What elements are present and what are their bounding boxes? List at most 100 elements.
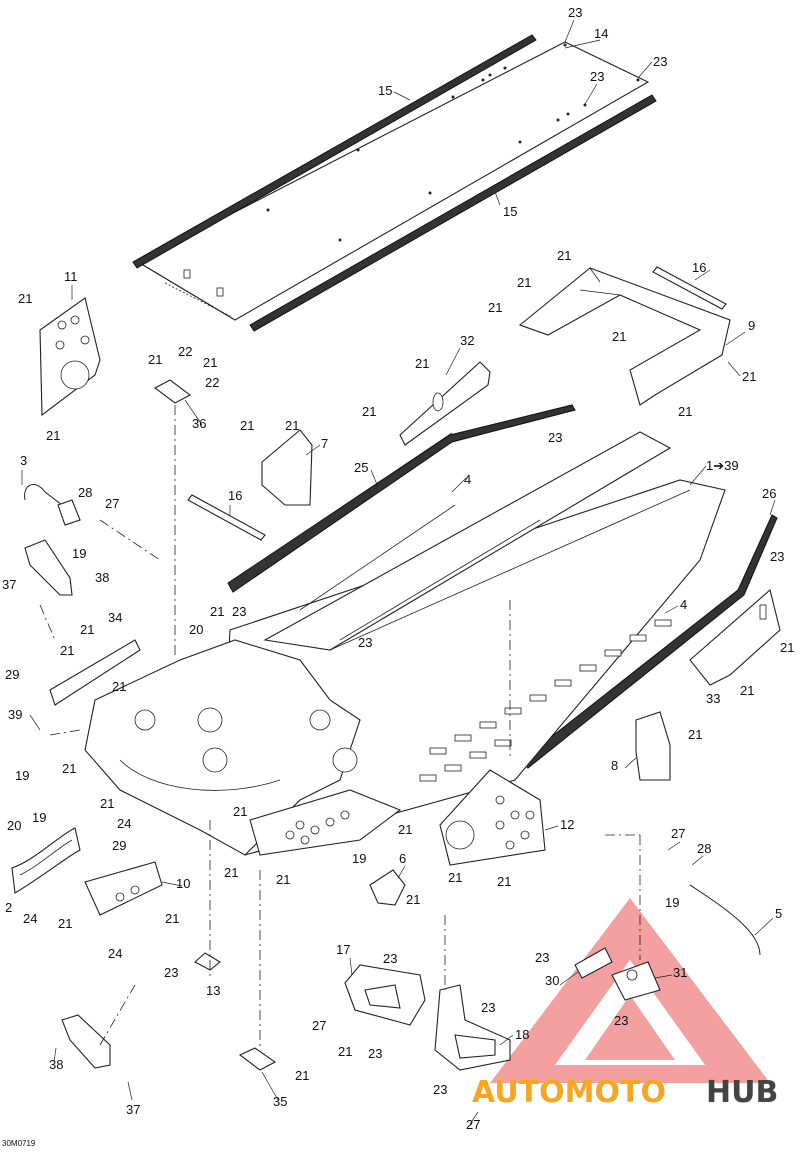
callout-c77: 21	[165, 911, 179, 926]
callout-c25: 21	[362, 404, 376, 419]
callout-c10: 21	[488, 300, 502, 315]
rail-25	[227, 404, 576, 593]
callout-c71: 21	[497, 874, 511, 889]
callout-c36: 38	[95, 570, 109, 585]
clip-35	[238, 1047, 277, 1071]
callout-c41: 21	[780, 640, 794, 655]
plate-8	[635, 711, 671, 781]
callout-c15: 11	[64, 269, 78, 284]
callout-c29: 7	[321, 436, 328, 451]
callout-c62: 20	[7, 818, 21, 833]
callout-c72: 27	[671, 826, 685, 841]
front-bulkhead	[84, 639, 402, 856]
callout-c27: 21	[240, 418, 254, 433]
bracket-2	[11, 827, 81, 894]
watermark-logo: AUTOMOTO HUB	[472, 898, 778, 1110]
bracket-30	[574, 947, 613, 979]
callout-c64: 21	[398, 822, 412, 837]
callout-c55: 24	[117, 816, 131, 831]
callout-c13: 21	[742, 369, 756, 384]
callout-c35: 37	[2, 577, 16, 592]
callout-c31: 3	[20, 453, 27, 468]
callout-c5: 15	[378, 83, 392, 98]
callout-c38: 4	[464, 472, 471, 487]
callout-c20: 21	[203, 355, 217, 370]
bracket-18	[434, 984, 511, 1071]
callout-c102: 21	[233, 804, 247, 819]
callout-c7: 16	[692, 260, 706, 275]
rail-right	[249, 94, 657, 332]
callout-c24: 21	[415, 356, 429, 371]
callout-c61: 19	[32, 810, 46, 825]
callout-c26: 23	[548, 430, 562, 445]
callout-c69: 21	[276, 872, 290, 887]
callout-c6: 15	[503, 204, 517, 219]
callout-c53: 21	[210, 604, 224, 619]
callout-c58: 21	[740, 683, 754, 698]
plate-12	[439, 769, 546, 866]
callout-c68: 21	[224, 865, 238, 880]
callout-c39: 26	[762, 486, 776, 501]
callout-c81: 24	[108, 946, 122, 961]
callout-c88: 31	[673, 965, 687, 980]
callout-c100: 37	[126, 1102, 140, 1117]
callout-c98: 23	[433, 1082, 447, 1097]
callout-c50: 21	[112, 679, 126, 694]
bracket-32	[399, 361, 491, 446]
callout-c2: 14	[594, 26, 608, 41]
strip-16-mid	[187, 494, 266, 541]
callout-c32: 28	[78, 485, 92, 500]
range-label: 1➔39	[706, 458, 739, 473]
callout-c86: 23	[164, 965, 178, 980]
callout-c34: 19	[72, 546, 86, 561]
plate-10	[84, 861, 163, 916]
watermark-text-1: AUTOMOTO	[472, 1075, 666, 1110]
plate-6	[369, 869, 406, 906]
callout-c9: 21	[517, 275, 531, 290]
plate-7	[261, 429, 313, 506]
callout-c43: 21	[80, 622, 94, 637]
callout-c12: 21	[612, 329, 626, 344]
callout-c21: 22	[205, 375, 219, 390]
callout-c90: 27	[312, 1018, 326, 1033]
handle-5	[689, 884, 761, 956]
callout-c99: 35	[273, 1094, 287, 1109]
callout-c82: 5	[775, 906, 782, 921]
callout-c42: 34	[108, 610, 122, 625]
callout-c92: 18	[515, 1027, 529, 1042]
callout-c80: 21	[58, 916, 72, 931]
bracket-37-bottom	[61, 1014, 111, 1069]
callout-c44: 20	[189, 622, 203, 637]
rail-left	[132, 34, 537, 269]
callout-c49: 21	[60, 643, 74, 658]
callout-c66: 6	[399, 851, 406, 866]
callout-c84: 23	[383, 951, 397, 966]
callout-c95: 23	[614, 1013, 628, 1028]
strip-16-top	[652, 266, 727, 310]
callout-c63: 29	[112, 838, 126, 853]
callout-labels: 23 14 23 23 15 15 16 21 21 21 9 21 21 21…	[2, 5, 794, 1132]
callout-c94: 23	[368, 1046, 382, 1061]
callout-c57: 33	[706, 691, 720, 706]
bracket-33	[689, 588, 781, 686]
assembly-lines	[39, 405, 641, 1050]
callout-c56: 21	[62, 761, 76, 776]
callout-c83: 17	[336, 942, 350, 957]
callout-c4: 23	[590, 69, 604, 84]
callout-c73: 28	[697, 841, 711, 856]
callout-c79: 19	[665, 895, 679, 910]
callout-c101: 27	[466, 1117, 480, 1132]
callout-c51: 39	[8, 707, 22, 722]
callout-c28: 21	[285, 418, 299, 433]
callout-c46: 23	[358, 635, 372, 650]
callout-c33: 27	[105, 496, 119, 511]
callout-c18: 21	[148, 352, 162, 367]
plate-11	[39, 297, 101, 417]
handle-3	[24, 484, 81, 526]
callout-c1: 23	[568, 5, 582, 20]
callout-c74: 10	[176, 876, 190, 891]
bracket-37-top	[24, 539, 73, 596]
callout-c11: 9	[748, 318, 755, 333]
callout-c67: 19	[352, 851, 366, 866]
